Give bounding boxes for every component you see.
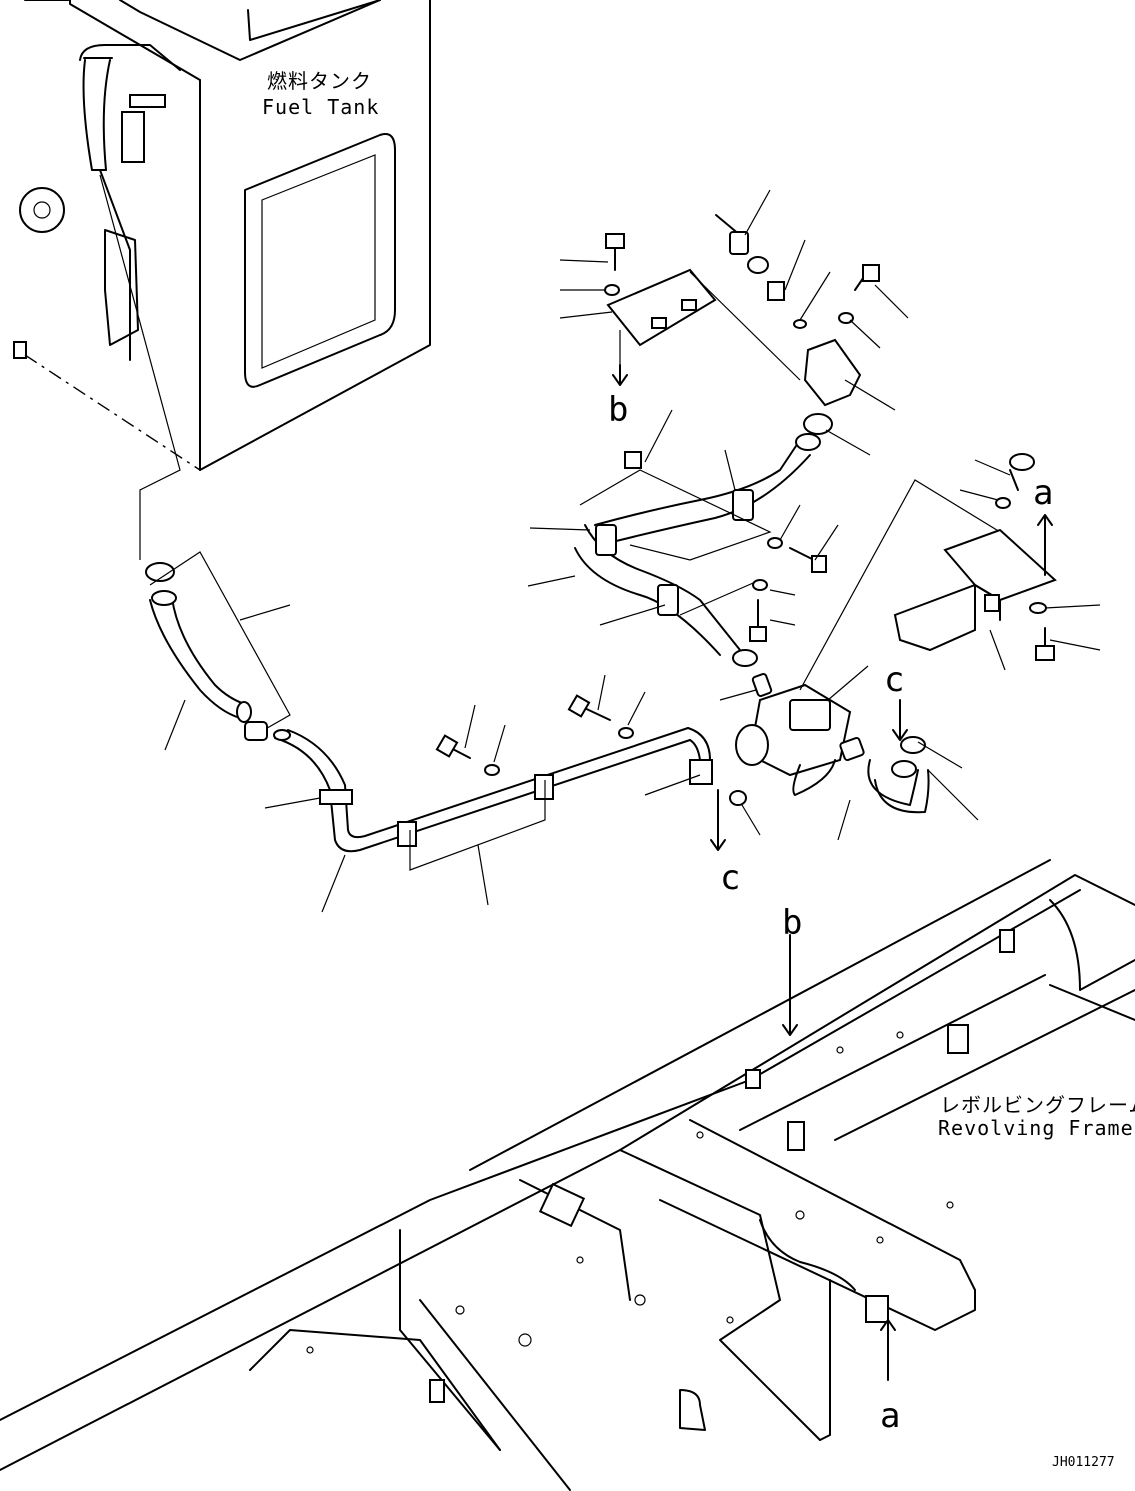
ref-a-bracket-label: a: [1033, 473, 1054, 513]
ref-b-bracket-label: b: [608, 390, 629, 430]
hose-c: [867, 699, 979, 821]
revolving-frame: [0, 789, 1135, 1491]
pipe-bolts: [435, 674, 646, 776]
fuel-tank: [13, 0, 431, 471]
ref-b-frame-label: b: [782, 903, 803, 943]
upper-hose: [527, 409, 839, 667]
bracket-b: [559, 233, 801, 386]
tank-return-hose: [82, 57, 181, 560]
revolving-frame-label-jp: レボルビングフレーム: [940, 1093, 1135, 1117]
drawing-code: JH011277: [1052, 1455, 1115, 1470]
fuel-pipe: [264, 727, 761, 913]
fuel-tank-label-jp: 燃料タンク: [267, 69, 372, 93]
ref-a-frame-label: a: [880, 1396, 901, 1436]
ref-c-pipe-label: c: [720, 858, 741, 898]
fuel-pump: [719, 479, 1006, 841]
left-hose: [145, 551, 291, 751]
bracket-a: [893, 453, 1101, 671]
fuel-tank-label-en: Fuel Tank: [262, 95, 380, 119]
ref-c-hose-label: c: [884, 660, 905, 700]
revolving-frame-label-en: Revolving Frame: [938, 1116, 1134, 1140]
fuel-sensor: [715, 189, 909, 456]
